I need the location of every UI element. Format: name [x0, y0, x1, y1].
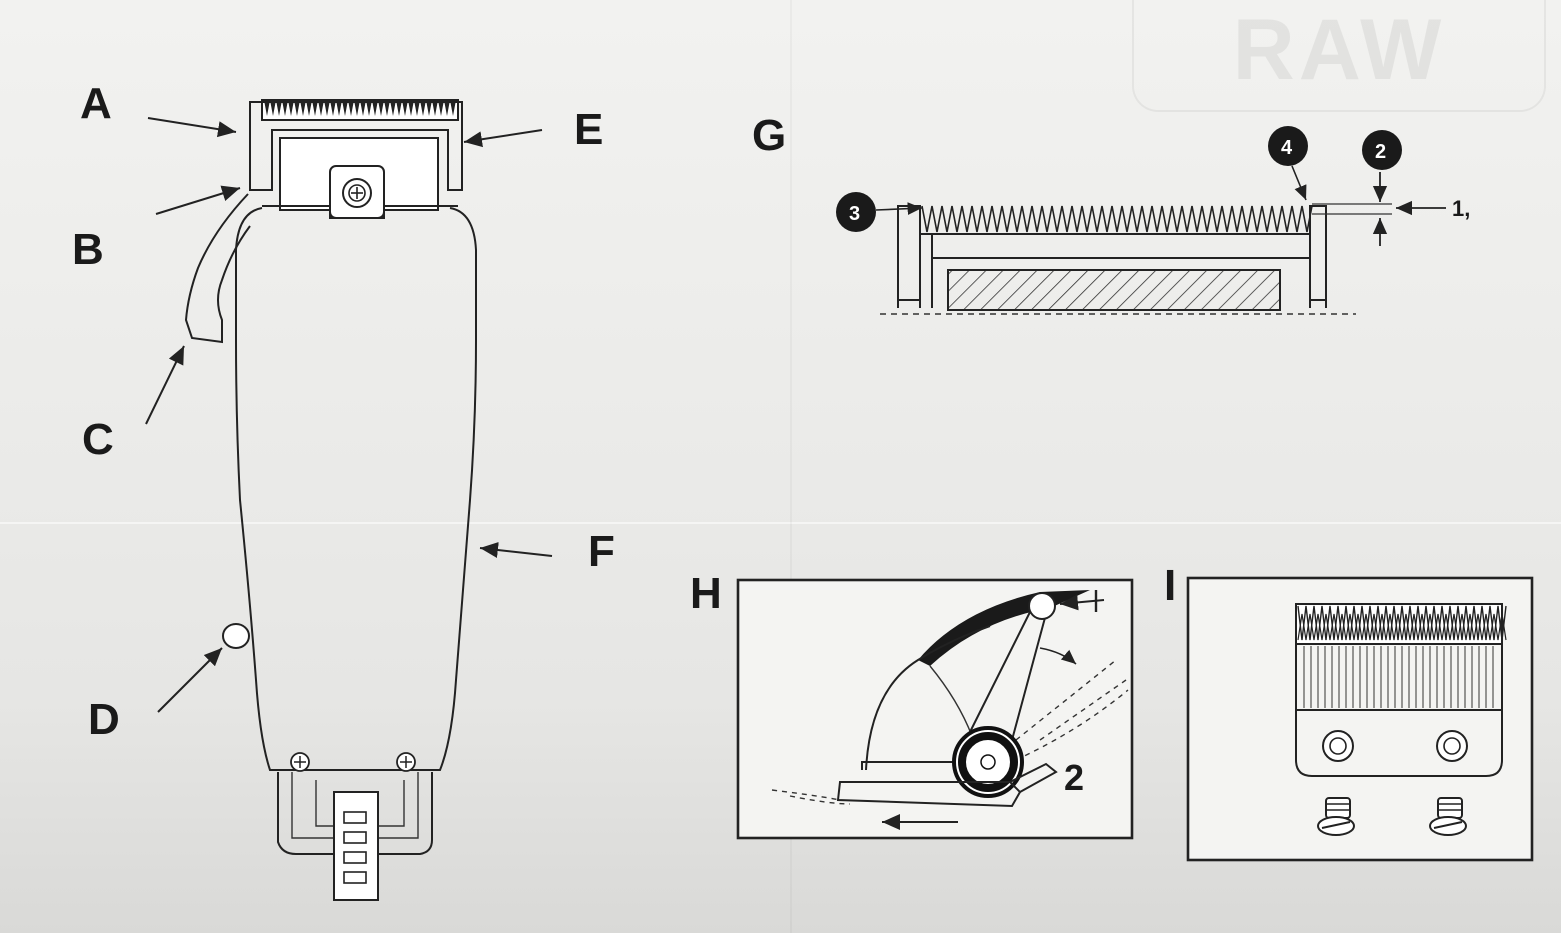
label-f: F — [588, 527, 615, 576]
label-d: D — [88, 695, 120, 744]
clipper-body — [235, 207, 477, 771]
fold-line-horizontal — [0, 522, 1561, 524]
panel-h-number: 2 — [1064, 757, 1084, 798]
label-g: G — [752, 111, 786, 160]
brand-watermark: RAW — [1132, 0, 1546, 112]
power-switch-icon — [222, 623, 250, 649]
label-i: I — [1164, 561, 1176, 610]
screw-left-icon — [1317, 797, 1355, 836]
label-c: C — [82, 415, 114, 464]
svg-text:3: 3 — [849, 203, 860, 225]
callout-badge-4: 4 — [1268, 126, 1308, 201]
clipper-lever — [184, 193, 251, 344]
blade-comb-lines — [1303, 646, 1494, 708]
blade-hole-left-icon — [1322, 730, 1354, 762]
callout-badge-2: 2 — [1362, 130, 1402, 170]
bottom-screw-right-icon — [396, 752, 416, 772]
hatched-cutter-block — [947, 269, 1281, 311]
clipper-illustration — [184, 99, 477, 901]
screw-right-icon — [1429, 797, 1467, 836]
lever-adjustment-panel: H 2 — [690, 569, 1134, 840]
blade-alignment-diagram: G 1, 3 — [752, 111, 1470, 315]
callout-badge-3: 3 — [836, 192, 923, 232]
blade-teeth-icon — [1297, 605, 1507, 641]
clipper-callout-arrows — [145, 117, 553, 713]
bottom-screw-left-icon — [290, 752, 310, 772]
power-cord — [333, 791, 379, 901]
label-h: H — [690, 569, 722, 618]
dimension-label: 1, — [1452, 196, 1470, 221]
blade-hole-right-icon — [1436, 730, 1468, 762]
lever-pivot-icon — [1028, 592, 1056, 620]
svg-text:2: 2 — [1375, 141, 1386, 163]
clipper-blade-frame — [249, 101, 463, 191]
label-b: B — [72, 225, 104, 274]
blade-screws-panel: I — [1164, 561, 1534, 862]
label-a: A — [80, 79, 112, 128]
label-e: E — [574, 105, 603, 154]
blade-teeth-zigzag — [921, 205, 1313, 233]
svg-text:4: 4 — [1281, 137, 1293, 159]
